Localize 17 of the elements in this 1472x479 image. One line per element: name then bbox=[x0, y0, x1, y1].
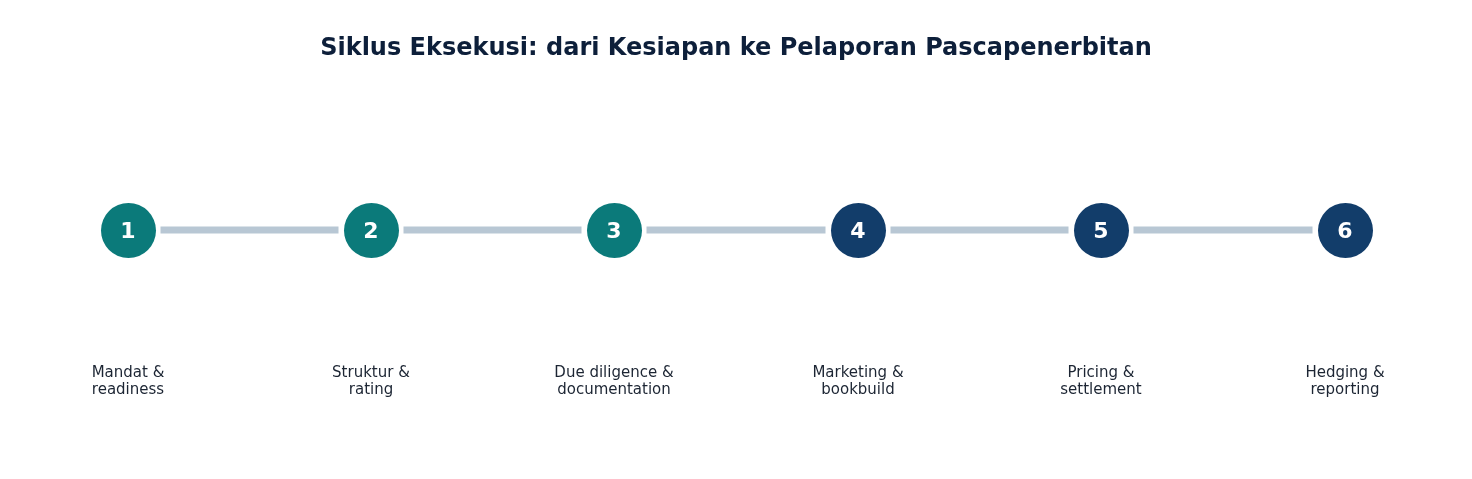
step-number: 3 bbox=[606, 217, 622, 243]
connector-line bbox=[160, 226, 339, 234]
step-label: Mandat & readiness bbox=[91, 363, 165, 398]
step-number: 1 bbox=[120, 217, 136, 243]
connector-line bbox=[890, 226, 1069, 234]
step-label: Due diligence & documentation bbox=[554, 363, 674, 398]
step-label: Struktur & rating bbox=[332, 363, 410, 398]
diagram-title: Siklus Eksekusi: dari Kesiapan ke Pelaporan Pascapenerbitan bbox=[320, 33, 1152, 61]
step-label: Hedging & reporting bbox=[1305, 363, 1385, 398]
step-number: 5 bbox=[1093, 217, 1109, 243]
step-number: 4 bbox=[850, 217, 866, 243]
step-label: Pricing & settlement bbox=[1060, 363, 1142, 398]
connector-line bbox=[403, 226, 582, 234]
step-label: Marketing & bookbuild bbox=[812, 363, 904, 398]
connector-line bbox=[646, 226, 826, 234]
step-number: 2 bbox=[363, 217, 379, 243]
step-number: 6 bbox=[1337, 217, 1353, 243]
